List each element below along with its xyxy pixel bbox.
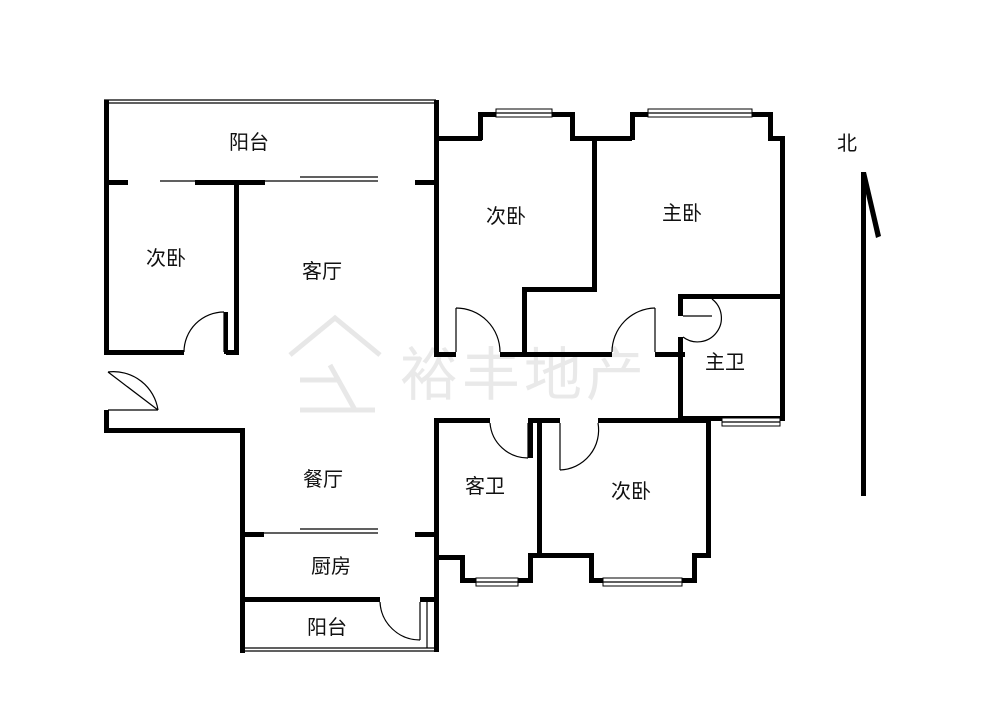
north-arrow-icon xyxy=(861,172,881,496)
label-master-bath: 主卫 xyxy=(705,350,745,374)
label-kitchen: 厨房 xyxy=(311,554,351,578)
label-balcony-south: 阳台 xyxy=(307,615,347,639)
windows xyxy=(475,108,781,587)
label-bedroom-north-middle: 次卧 xyxy=(486,204,526,228)
label-living-room: 客厅 xyxy=(302,259,342,283)
label-guest-bath: 客卫 xyxy=(465,474,505,498)
label-dining-room: 餐厅 xyxy=(303,467,343,491)
room-labels: 阳台 次卧 客厅 次卧 主卧 主卫 餐厅 客卫 次卧 厨房 阳台 xyxy=(146,130,745,639)
walls xyxy=(104,99,785,653)
north-label: 北 xyxy=(837,131,857,155)
house-logo-icon xyxy=(288,314,382,413)
watermark: 裕丰地产 xyxy=(288,314,644,413)
doors xyxy=(107,298,722,648)
label-bedroom-west: 次卧 xyxy=(146,246,186,270)
compass: 北 xyxy=(837,131,881,496)
label-bedroom-south: 次卧 xyxy=(611,479,651,503)
label-master-bedroom: 主卧 xyxy=(662,201,702,225)
label-balcony-north: 阳台 xyxy=(229,130,269,154)
